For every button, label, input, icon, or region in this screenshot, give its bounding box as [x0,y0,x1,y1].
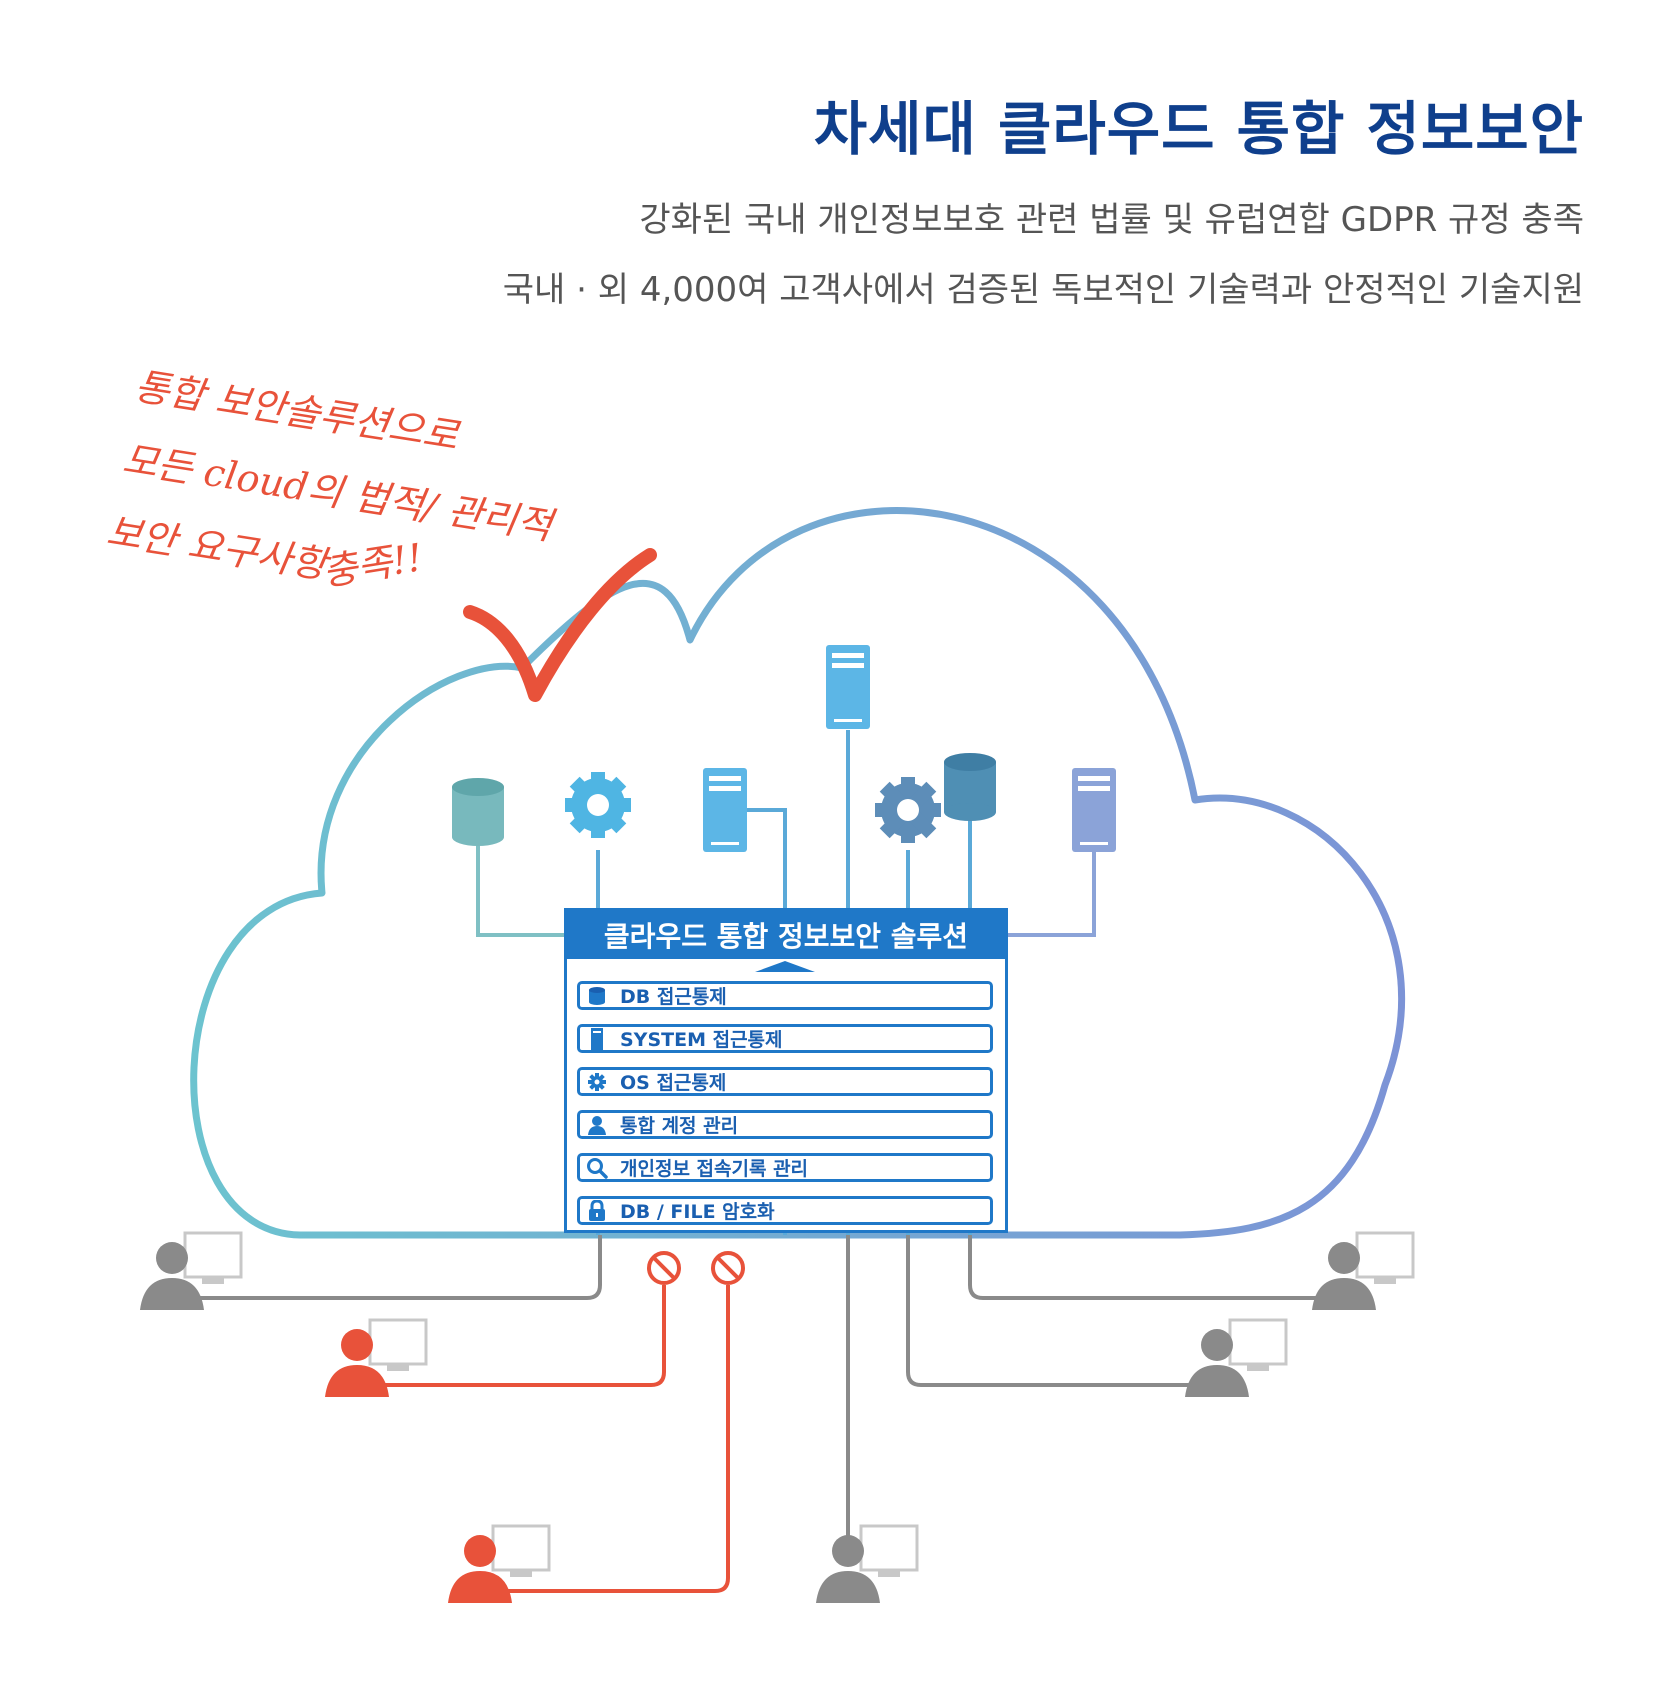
server-icon [826,645,870,729]
panel-item: DB / FILE 암호화 [577,1196,993,1225]
page-title: 차세대 클라우드 통합 정보보안 [813,95,1584,163]
panel-pointer [755,961,815,972]
solution-panel: 클라우드 통합 정보보안 솔루션 DB 접근통제 SYSTEM 접근통제 OS … [564,908,1008,1233]
allowed-connection-lines [190,1235,1320,1555]
gear-icon [565,772,631,838]
panel-item-label: OS 접근통제 [620,1072,727,1094]
user-allowed-icon [1312,1231,1415,1310]
search-icon [586,1157,608,1179]
user-blocked-icon [448,1524,551,1603]
gear-icon [586,1071,608,1093]
user-allowed-icon [1185,1318,1288,1397]
panel-item-label: 개인정보 접속기록 관리 [620,1158,809,1180]
server-icon [586,1027,608,1050]
panel-item-label: DB 접근통제 [620,986,727,1008]
subtitle-line-1: 강화된 국내 개인정보보호 관련 법률 및 유럽연합 GDPR 규정 충족 [639,200,1584,240]
database-icon [944,753,996,821]
panel-item-label: DB / FILE 암호화 [620,1201,775,1223]
gear-icon [875,777,941,843]
panel-item-label: SYSTEM 접근통제 [620,1029,783,1051]
database-icon [452,778,504,846]
user-allowed-icon [140,1231,243,1310]
cloud-outline [190,507,1406,1239]
panel-item: 통합 계정 관리 [577,1110,993,1139]
database-icon [586,985,608,1007]
lock-icon [586,1199,608,1222]
panel-item-list: DB 접근통제 SYSTEM 접근통제 OS 접근통제 통합 계정 관리 개인정… [577,981,993,1239]
panel-item: DB 접근통제 [577,981,993,1010]
user-allowed-icon [816,1524,919,1603]
panel-title: 클라우드 통합 정보보안 솔루션 [567,911,1005,959]
no-entry-icon [711,1251,745,1285]
subtitle-line-2: 국내 · 외 4,000여 고객사에서 검증된 독보적인 기술력과 안정적인 기… [502,270,1584,310]
check-mark-icon [463,548,657,702]
user-blocked-icon [325,1318,428,1397]
user-icon [586,1114,608,1136]
panel-item: 개인정보 접속기록 관리 [577,1153,993,1182]
server-icon [703,768,747,852]
panel-item: OS 접근통제 [577,1067,993,1096]
server-icon [1072,768,1116,852]
blocked-connection-lines [370,1285,730,1593]
panel-item: SYSTEM 접근통제 [577,1024,993,1053]
no-entry-icon [647,1251,681,1285]
panel-item-label: 통합 계정 관리 [620,1115,739,1137]
